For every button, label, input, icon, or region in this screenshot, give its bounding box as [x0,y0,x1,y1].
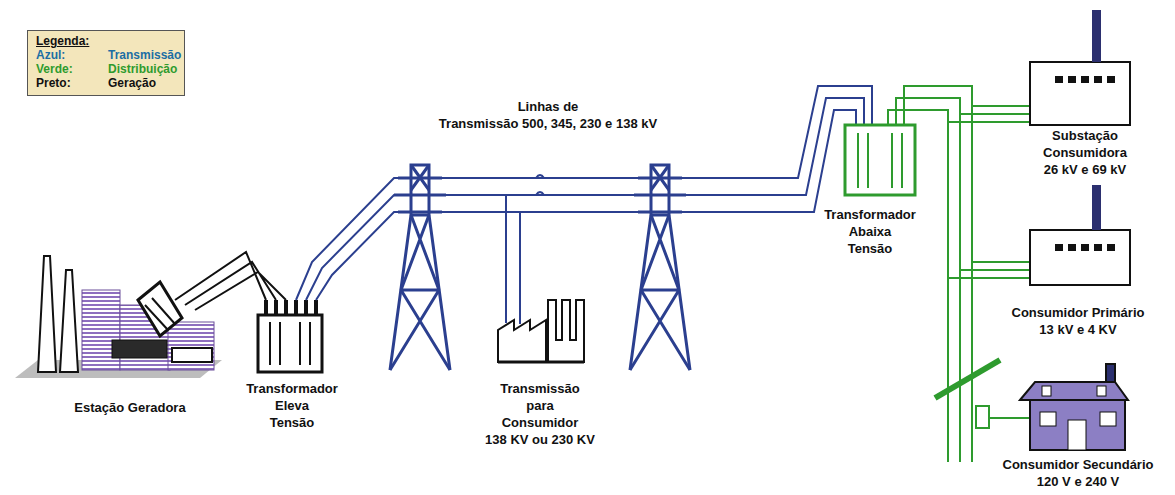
primary-consumer-building-part [1081,244,1089,251]
consumer-label: Consumidor Primário 13 kV e 4 KV [1012,304,1145,338]
house-part [1040,412,1056,426]
step-up-transformer [258,300,322,372]
legend-key: Preto: [36,76,108,90]
transmission-lines-part [306,98,864,300]
transformer-label: Transformador Abaixa Tensão [824,206,916,257]
transmission-lines-part [316,110,856,300]
primary-consumer-building-part [1094,244,1102,251]
distribution-lines-part [935,360,1000,398]
substation-building-part [1092,10,1101,62]
primary-consumer-building-part [1107,244,1115,251]
generating-station-part [175,252,286,310]
distribution-lines-part [896,98,960,462]
distribution-lines-part [904,86,972,462]
station-label: Estação Geradora [74,399,185,416]
substation-building-part [1055,76,1063,83]
factory-part [548,300,584,362]
primary-consumer-building [1030,185,1130,285]
generating-station-part [168,322,214,370]
generating-station-part [60,270,78,372]
house-part [1030,400,1125,450]
legend-title: Legenda: [36,34,176,48]
substation-building-part [1107,76,1115,83]
distribution-lines-part [989,417,1030,419]
transmission-tower [390,165,690,370]
distribution-lines-part [888,110,948,462]
generating-station-part [138,282,182,336]
consumer-label: Substação Consumidora 26 kV e 69 kV [1043,127,1127,178]
step-down-transformer-part [845,125,915,195]
house-part [1042,386,1051,396]
distribution-lines-part [976,406,989,428]
transmission-tower-part [390,165,450,370]
step-up-transformer-part [266,300,316,315]
substation-building [1030,10,1130,125]
legend-text: Transmissão [108,48,181,62]
distribution-lines-part [948,262,1030,278]
generating-station [15,252,286,378]
house-part [1068,420,1086,450]
step-down-transformer-part [858,133,902,188]
factory-part [498,320,546,362]
substation-building-part [1068,76,1076,83]
house-part [1100,412,1116,426]
factory-part [498,361,584,364]
consumer-label: Consumidor Secundário 120 V e 240 V [1003,456,1154,490]
transmission-lines-part [296,86,872,300]
primary-consumer-building-part [1068,244,1076,251]
house-part [1097,386,1106,396]
step-up-transformer-part [258,315,322,372]
legend-row: Preto:Geração [36,76,176,90]
transmission-lines-part [536,175,544,195]
substation-building-part [1094,76,1102,83]
generating-station-part [172,348,212,362]
step-down-transformer [845,125,915,195]
step-up-transformer-part [270,322,310,365]
house [1020,364,1128,450]
transmission-lines-part [506,195,520,324]
legend-key: Verde: [36,62,108,76]
substation-building-part [1030,62,1130,125]
substation-building-part [1081,76,1089,83]
line-label: Linhas de Transmissão 500, 345, 230 e 13… [439,98,657,132]
distribution-lines [888,86,1030,462]
factory [498,300,584,362]
transmission-tower-part [630,165,690,370]
generating-station-part [38,256,56,372]
legend-key: Azul: [36,48,108,62]
legend-box: Legenda:Azul:TransmissãoVerde:Distribuiç… [27,30,185,96]
consumer-label: Transmissão para Consumidor 138 KV ou 23… [485,380,595,448]
distribution-lines-part [948,106,1030,122]
legend-text: Geração [108,76,156,90]
legend-text: Distribuição [108,62,177,76]
house-part [1020,382,1128,400]
primary-consumer-building-part [1092,185,1101,230]
generating-station-part [112,340,167,358]
legend-row: Azul:Transmissão [36,48,176,62]
transmission-lines [296,86,872,324]
generating-station-part [145,298,175,330]
primary-consumer-building-part [1030,230,1130,285]
primary-consumer-building-part [1055,244,1063,251]
legend-row: Verde:Distribuição [36,62,176,76]
transformer-label: Transformador Eleva Tensão [246,380,338,431]
